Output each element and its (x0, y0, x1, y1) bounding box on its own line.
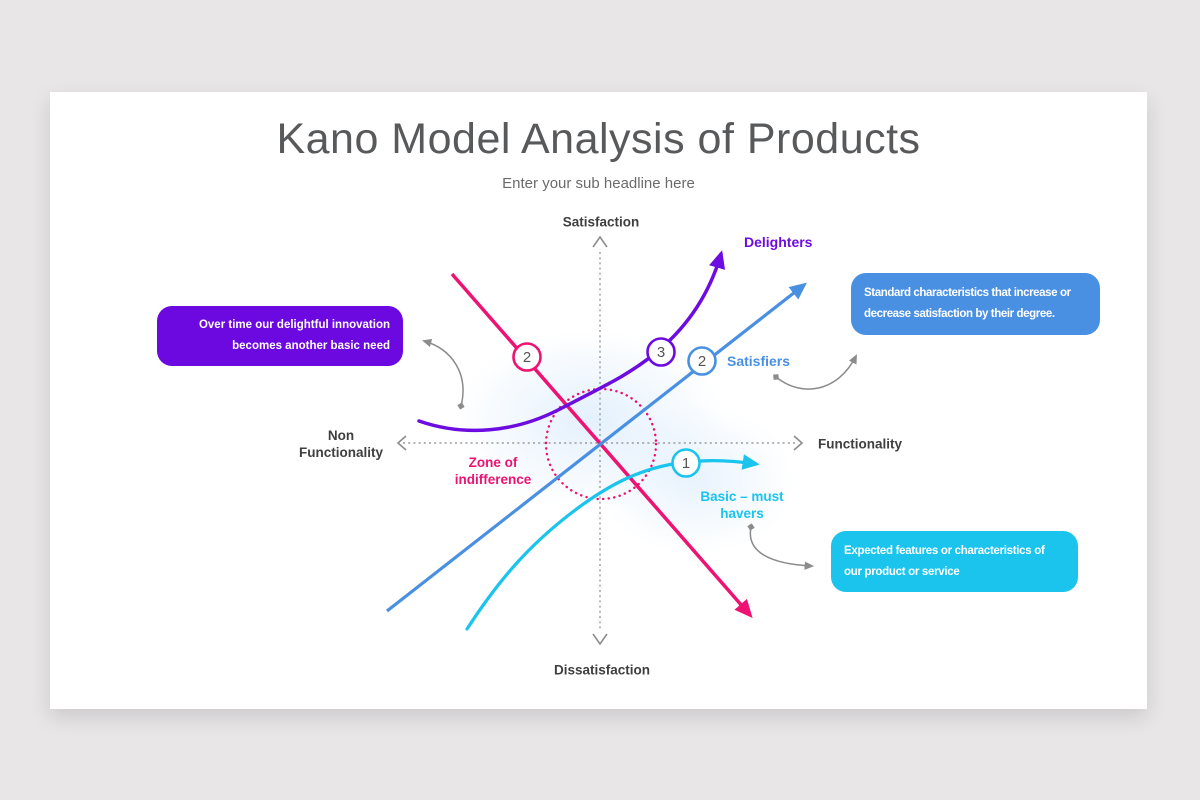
page-subtitle: Enter your sub headline here (502, 175, 695, 193)
header: Kano Model Analysis of Products Enter yo… (50, 115, 1147, 193)
badge-basic: 1 (671, 448, 701, 478)
basic-callout-text: Expected features or characteristics of … (844, 544, 1045, 578)
axis-arrow-right-icon (793, 435, 804, 451)
connector-arrow-delighters-note (421, 338, 465, 410)
horizontal-axis (396, 435, 804, 451)
page-title: Kano Model Analysis of Products (276, 115, 921, 163)
badge-decline-number: 2 (523, 349, 531, 366)
basic-callout: Expected features or characteristics of … (831, 531, 1078, 592)
zone-of-indifference-label: Zone of indifference (454, 455, 532, 487)
delighters-callout: Over time our delightful innovation beco… (157, 306, 403, 366)
basic-must-havers-label: Basic – must havers (700, 489, 784, 521)
satisfiers-line (386, 282, 807, 613)
delighters-label: Delighters (744, 234, 813, 250)
badge-satisfiers: 2 (687, 346, 717, 376)
satisfaction-axis-label: Satisfaction (562, 214, 640, 230)
delighters-curve (417, 250, 726, 433)
satisfiers-label: Satisfiers (727, 353, 791, 369)
badge-delighters-number: 3 (657, 344, 665, 361)
satisfiers-callout-text: Standard characteristics that increase o… (864, 287, 1071, 320)
connector-arrow-satisfiers-note (773, 354, 857, 390)
badge-decline: 2 (512, 342, 542, 372)
functionality-axis-label: Functionality (818, 436, 902, 452)
axis-arrow-left-icon (396, 435, 407, 451)
basic-curve (465, 454, 760, 631)
badge-delighters: 3 (646, 337, 676, 367)
satisfiers-callout: Standard characteristics that increase o… (851, 273, 1100, 335)
connector-arrow-basic-note (747, 523, 815, 570)
non-functionality-axis-label: Non Functionality (299, 428, 383, 460)
dissatisfaction-axis-label: Dissatisfaction (553, 662, 651, 678)
badge-basic-number: 1 (682, 455, 690, 472)
axis-arrow-up-icon (592, 235, 608, 248)
badge-satisfiers-number: 2 (698, 353, 706, 370)
delighters-callout-text: Over time our delightful innovation beco… (198, 319, 390, 352)
axis-arrow-down-icon (592, 633, 608, 646)
